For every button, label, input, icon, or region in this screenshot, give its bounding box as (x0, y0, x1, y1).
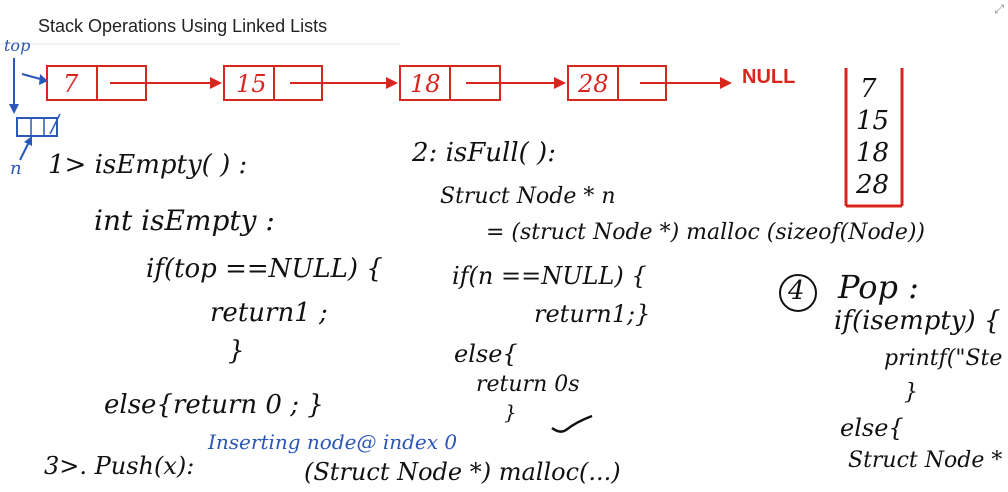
push-heading: 3>. Push(x): (44, 452, 195, 480)
push-note: Inserting node@ index 0 (208, 430, 458, 454)
node-18 (399, 65, 566, 101)
is-full-else: else{ (454, 340, 518, 368)
pop-if: if(isempty) { (834, 306, 1001, 336)
pop-heading: Pop : (838, 268, 919, 306)
top-label: top (4, 36, 31, 55)
node-7 (46, 65, 222, 101)
stack-item-15: 15 (856, 106, 890, 136)
is-full-alloc: = (struct Node *) malloc (sizeof(Node)) (486, 220, 926, 245)
node-15 (223, 65, 398, 101)
is-full-return0: return 0s (476, 372, 580, 397)
is-empty-if: if(top ==NULL) { (146, 254, 383, 284)
pop-printf: printf("Ste (884, 346, 1003, 371)
n-label: n (10, 158, 22, 179)
top-pointer (9, 58, 61, 161)
expand-icon[interactable]: ⤢ (994, 2, 1004, 16)
is-empty-signature: int isEmpty : (94, 204, 275, 237)
pop-struct: Struct Node * (848, 448, 1003, 473)
stack-item-28: 28 (856, 170, 890, 200)
node-value-15: 15 (236, 70, 267, 98)
null-label: NULL (742, 66, 796, 88)
node-value-18: 18 (410, 70, 441, 98)
is-full-heading: 2: isFull( ): (412, 138, 556, 168)
check-mark (551, 414, 593, 433)
push-alloc: (Struct Node *) malloc(...) (304, 458, 621, 486)
pop-number-circle (779, 274, 817, 312)
pop-close: } (904, 380, 918, 405)
is-empty-close: } (228, 336, 245, 366)
is-full-close: } (504, 400, 517, 424)
is-empty-heading: 1> isEmpty( ) : (48, 150, 248, 180)
page-title: Stack Operations Using Linked Lists (38, 16, 328, 36)
node-value-7: 7 (63, 70, 79, 98)
is-full-decl: Struct Node * n (440, 184, 616, 209)
pop-else: else{ (840, 414, 904, 442)
node-value-28: 28 (578, 70, 609, 98)
pop-number: 4 (788, 276, 805, 306)
stack-item-7: 7 (860, 74, 877, 104)
is-empty-else: else{return 0 ; } (104, 390, 324, 420)
is-full-if: if(n ==NULL) { (452, 262, 647, 290)
node-28 (567, 65, 732, 101)
is-full-return: return1;} (534, 300, 651, 328)
stack-item-18: 18 (856, 138, 890, 168)
stack-box (844, 68, 904, 208)
is-empty-return: return1 ; (210, 298, 328, 328)
